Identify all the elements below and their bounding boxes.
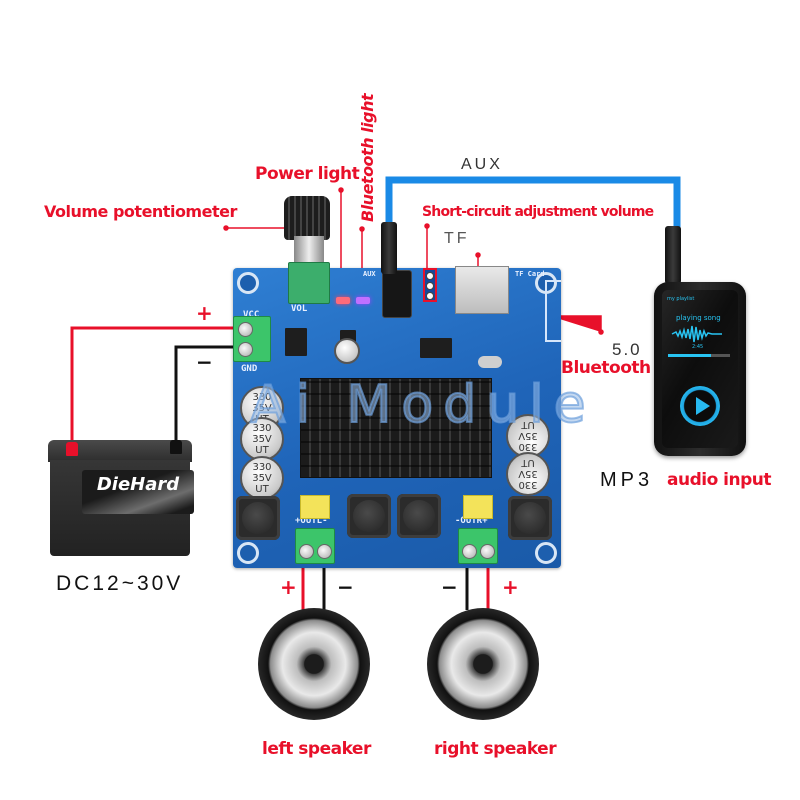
inductor	[347, 494, 391, 538]
mp3-progress-fill	[668, 354, 712, 357]
silk-outl: +OUTL-	[295, 516, 328, 526]
right-minus-sign: −	[441, 575, 458, 599]
power-led	[336, 297, 350, 304]
screw-left-minus[interactable]	[317, 544, 332, 559]
screw-vcc[interactable]	[238, 322, 253, 337]
waveform-icon	[671, 325, 722, 343]
silk-aux: AUX	[363, 270, 376, 278]
power-plus-sign: +	[196, 301, 213, 325]
mp3-song-label: playing song	[676, 314, 721, 322]
car-battery: DieHard	[48, 440, 194, 558]
aux-jack[interactable]	[382, 270, 412, 318]
silk-gnd: GND	[241, 364, 258, 374]
label-aux: AUX	[461, 156, 503, 173]
label-volume-potentiometer: Volume potentiometer	[44, 202, 237, 221]
right-output-terminal[interactable]	[458, 528, 498, 564]
label-mp3: MP3	[600, 469, 654, 491]
leader-bluetooth	[550, 315, 602, 332]
left-plus-sign: +	[280, 575, 297, 599]
mp3-player: my playlist playing song 2:45	[654, 282, 746, 456]
screw-left-plus[interactable]	[299, 544, 314, 559]
label-power-light: Power light	[255, 164, 360, 184]
label-dc-voltage: DC12~30V	[56, 572, 184, 595]
label-bluetooth-light: Bluetooth light	[358, 93, 377, 222]
bluetooth-antenna	[545, 280, 561, 342]
power-minus-sign: −	[196, 350, 213, 374]
watermark: Ai Module	[249, 374, 596, 436]
label-left-speaker: left speaker	[262, 739, 371, 759]
power-wire-negative	[174, 345, 246, 444]
silk-vcc: VCC	[243, 310, 260, 320]
screw-gnd[interactable]	[238, 342, 253, 357]
bluetooth-ic	[420, 338, 452, 358]
short-circuit-pin-header[interactable]	[423, 268, 437, 302]
bluetooth-led	[356, 297, 370, 304]
potentiometer-shaft	[294, 236, 324, 264]
power-terminal[interactable]	[233, 316, 271, 362]
inductor	[397, 494, 441, 538]
silk-outr: -OUTR+	[455, 516, 488, 526]
power-wire-positive	[70, 326, 246, 444]
aux-plug-mp3	[665, 226, 681, 284]
mp3-time: 2:45	[692, 344, 704, 350]
mount-hole	[237, 272, 259, 294]
label-bluetooth-version: 5.0	[612, 340, 642, 359]
tf-card-slot[interactable]	[455, 266, 509, 314]
mp3-screen: my playlist playing song 2:45	[662, 290, 738, 448]
screw-right-minus[interactable]	[462, 544, 477, 559]
mount-hole	[535, 542, 557, 564]
mp3-playlist-label: my playlist	[667, 296, 695, 302]
battery-brand: DieHard	[82, 470, 194, 514]
left-speaker	[258, 608, 370, 720]
battery-positive-terminal[interactable]	[66, 442, 78, 456]
label-audio-input: audio input	[667, 470, 772, 490]
mp3-progress-bar[interactable]	[668, 354, 730, 357]
label-bluetooth: Bluetooth	[561, 358, 651, 378]
silk-vol: VOL	[291, 304, 308, 314]
heatsink	[300, 378, 492, 478]
right-speaker	[427, 608, 539, 720]
aux-plug-board	[381, 222, 397, 274]
label-right-speaker: right speaker	[434, 739, 557, 759]
mount-hole	[237, 542, 259, 564]
label-tf: TF	[444, 230, 470, 247]
screw-right-plus[interactable]	[480, 544, 495, 559]
film-capacitor	[300, 495, 330, 519]
battery-negative-terminal[interactable]	[170, 440, 182, 454]
volume-potentiometer[interactable]	[288, 262, 330, 304]
regulator-chip	[285, 328, 307, 356]
inductor	[508, 496, 552, 540]
silk-tf-card: TF Card	[515, 270, 545, 278]
aux-cable	[385, 176, 681, 228]
crystal	[478, 356, 502, 368]
small-capacitor	[334, 338, 360, 364]
play-icon	[696, 397, 710, 415]
volume-knob[interactable]	[284, 196, 330, 240]
film-capacitor	[463, 495, 493, 519]
inductor	[236, 496, 280, 540]
right-plus-sign: +	[502, 575, 519, 599]
battery-top	[48, 440, 192, 462]
label-short-circuit-adjustment-volume: Short-circuit adjustment volume	[422, 204, 654, 220]
left-output-terminal[interactable]	[295, 528, 335, 564]
left-minus-sign: −	[337, 575, 354, 599]
